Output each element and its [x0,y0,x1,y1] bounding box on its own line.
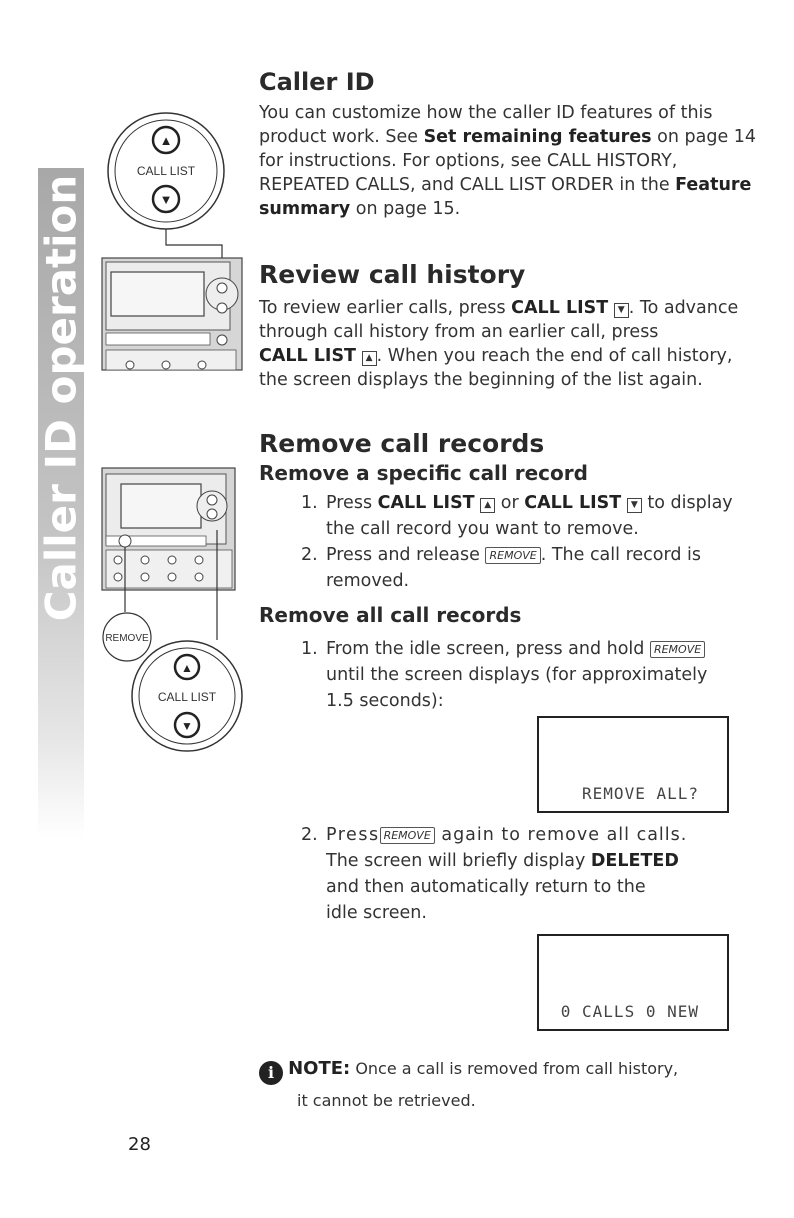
note-block: i NOTE: Once a call is removed from call… [259,1058,759,1110]
down-arrow-icon: ▼ [626,498,642,513]
note-text-line2: it cannot be retrieved. [297,1091,476,1110]
remove-key-icon: REMOVE [485,547,541,564]
up-arrow-icon: ▲ [480,498,496,513]
down-arrow-icon: ▼ [160,192,173,207]
down-arrow-icon: ▼ [181,719,193,733]
page-number: 28 [128,1134,151,1155]
review-paragraph: To review earlier calls, press CALL LIST… [259,298,739,390]
up-arrow-icon: ▲ [181,661,193,675]
lcd-display-zero-calls: 0 CALLS 0 NEW [537,934,729,1031]
lcd-display-remove-all: REMOVE ALL? [537,716,729,813]
phone-base-illustration-1 [101,257,243,371]
note-text: Once a call is removed from call history… [350,1059,679,1078]
caller-id-paragraph: You can customize how the caller ID feat… [259,103,757,219]
remove-all-steps-1: 1. From the idle screen, press and hold … [283,636,763,714]
up-arrow-icon: ▲ [160,133,173,148]
remove-button-illustration: REMOVE [102,612,152,662]
illustrations: ▲ CALL LIST ▼ [101,112,243,752]
remove-label: REMOVE [105,633,149,644]
section-side-tab: Caller ID operation [37,168,86,838]
call-list-label: CALL LIST [158,690,217,704]
phone-base-illustration-2 [101,467,236,591]
caller-id-heading: Caller ID [259,68,375,96]
up-arrow-icon: ▲ [361,351,377,366]
note-label: NOTE: [288,1058,351,1079]
call-list-button-illustration-bottom: ▲ CALL LIST ▼ [131,640,243,752]
review-call-history-heading: Review call history [259,260,526,289]
call-list-label: CALL LIST [137,164,196,178]
down-arrow-icon: ▼ [613,303,629,318]
remove-all-heading: Remove all call records [259,603,522,627]
step-item: 1. Press CALL LIST ▲ or CALL LIST ▼ to d… [301,493,733,539]
remove-key-icon: REMOVE [649,641,706,658]
call-list-button-illustration-top: ▲ CALL LIST ▼ [107,112,225,230]
remove-specific-heading: Remove a specific call record [259,461,588,485]
step-item: 2. Press and release REMOVE. The call re… [301,545,702,591]
step-item: 1. From the idle screen, press and hold … [301,639,708,711]
remove-key-icon: REMOVE [379,827,435,844]
info-icon: i [259,1061,283,1085]
remove-call-records-heading: Remove call records [259,429,545,458]
remove-specific-steps: 1. Press CALL LIST ▲ or CALL LIST ▼ to d… [283,490,763,594]
